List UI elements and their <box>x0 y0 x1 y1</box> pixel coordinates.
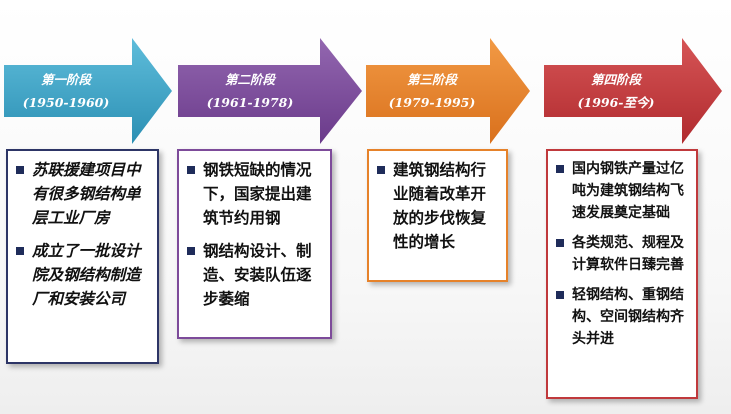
stage-3-item: 建筑钢结构行业随着改革开放的步伐恢复性的增长 <box>375 158 500 254</box>
stage-1-item: 成立了一批设计院及钢结构制造厂和安装公司 <box>14 239 151 311</box>
stage-1-item-text: 成立了一批设计院及钢结构制造厂和安装公司 <box>32 242 141 308</box>
stage-4-list: 国内钢铁产量过亿吨为建筑钢结构飞速发展奠定基础 各类规范、规程及计算软件日臻完善… <box>554 158 690 350</box>
stage-4-item: 国内钢铁产量过亿吨为建筑钢结构飞速发展奠定基础 <box>554 158 690 224</box>
stage-3-item-text: 建筑钢结构行业随着改革开放的步伐恢复性的增长 <box>393 161 487 251</box>
stage-2-item-text: 钢铁短缺的情况下，国家提出建筑节约用钢 <box>203 161 312 227</box>
stage-1-period: (1950-1960) <box>23 95 110 110</box>
stage-2-list: 钢铁短缺的情况下，国家提出建筑节约用钢 钢结构设计、制造、安装队伍逐步萎缩 <box>185 158 324 311</box>
stage-4-box: 国内钢铁产量过亿吨为建筑钢结构飞速发展奠定基础 各类规范、规程及计算软件日臻完善… <box>546 149 698 399</box>
stage-3-list: 建筑钢结构行业随着改革开放的步伐恢复性的增长 <box>375 158 500 254</box>
stage-1-item: 苏联援建项目中 有很多钢结构单层工业厂房 <box>14 158 151 230</box>
stage-2-title: 第二阶段 <box>225 72 277 87</box>
bullet-icon <box>556 291 564 299</box>
bullet-icon <box>556 165 564 173</box>
stage-3-period: (1979-1995) <box>389 95 476 110</box>
stage-4-item-text: 轻钢结构、重钢结构、空间钢结构齐头并进 <box>572 287 684 347</box>
stage-4-arrow-shape <box>544 38 722 144</box>
stage-4-item-text: 各类规范、规程及计算软件日臻完善 <box>572 235 684 273</box>
stage-3-arrow: 第三阶段 (1979-1995) <box>366 38 530 144</box>
stage-1-arrow-shape <box>4 38 172 144</box>
stage-2-arrow-shape <box>178 38 362 144</box>
stage-2-item: 钢铁短缺的情况下，国家提出建筑节约用钢 <box>185 158 324 230</box>
stage-1-list: 苏联援建项目中 有很多钢结构单层工业厂房 成立了一批设计院及钢结构制造厂和安装公… <box>14 158 151 311</box>
stage-4-item: 轻钢结构、重钢结构、空间钢结构齐头并进 <box>554 284 690 350</box>
stage-4-arrow: 第四阶段 (1996-至今) <box>544 38 722 144</box>
bullet-icon <box>16 247 24 255</box>
stage-4-item-text: 国内钢铁产量过亿吨为建筑钢结构飞速发展奠定基础 <box>572 161 684 221</box>
bullet-icon <box>16 166 24 174</box>
stage-2-item-text: 钢结构设计、制造、安装队伍逐步萎缩 <box>203 242 312 308</box>
stage-4-title: 第四阶段 <box>591 72 643 87</box>
stage-3-title: 第三阶段 <box>407 72 459 87</box>
bullet-icon <box>187 166 195 174</box>
bullet-icon <box>187 247 195 255</box>
stage-1-box: 苏联援建项目中 有很多钢结构单层工业厂房 成立了一批设计院及钢结构制造厂和安装公… <box>6 149 159 364</box>
stage-2-item: 钢结构设计、制造、安装队伍逐步萎缩 <box>185 239 324 311</box>
stage-3-box: 建筑钢结构行业随着改革开放的步伐恢复性的增长 <box>367 149 508 282</box>
stage-4-item: 各类规范、规程及计算软件日臻完善 <box>554 232 690 276</box>
stage-1-arrow: 第一阶段 (1950-1960) <box>4 38 172 144</box>
stage-2-period: (1961-1978) <box>207 95 294 110</box>
stage-2-box: 钢铁短缺的情况下，国家提出建筑节约用钢 钢结构设计、制造、安装队伍逐步萎缩 <box>177 149 332 339</box>
stage-4-period: (1996-至今) <box>578 95 655 110</box>
bullet-icon <box>556 239 564 247</box>
stage-1-item-text: 苏联援建项目中 有很多钢结构单层工业厂房 <box>32 161 141 227</box>
stage-1-title: 第一阶段 <box>41 72 93 87</box>
bullet-icon <box>377 166 385 174</box>
stage-3-arrow-shape <box>366 38 530 144</box>
stage-2-arrow: 第二阶段 (1961-1978) <box>178 38 362 144</box>
